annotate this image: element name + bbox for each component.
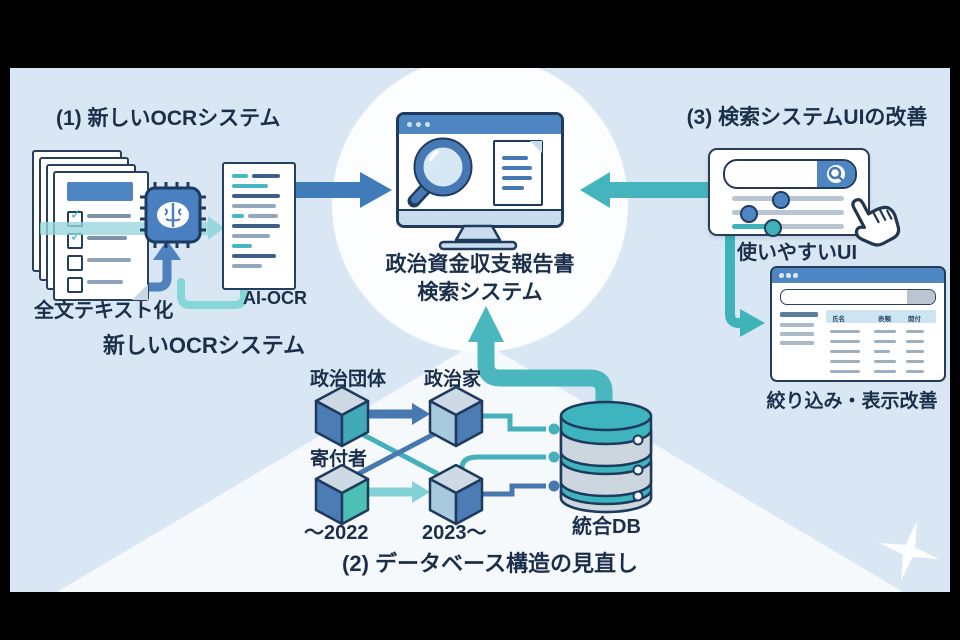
hand-cursor-icon <box>851 198 901 247</box>
results-window: 氏名 表類 開付 <box>770 266 946 382</box>
ai-chip-icon <box>140 182 206 248</box>
slider-knob-1 <box>772 191 790 209</box>
arrow-card-to-table <box>725 232 742 328</box>
center-title-line2: 検索システム <box>417 281 543 304</box>
database-icon <box>559 400 653 514</box>
section2-title: (2) データベース構造の見直し <box>342 551 638 576</box>
slider-fill-3 <box>732 224 772 229</box>
check-icon: ✓ <box>70 206 82 222</box>
section1-caption: 新しいOCRシステム <box>102 333 306 358</box>
arrow-db-to-center <box>477 338 613 404</box>
search-bar <box>723 159 857 189</box>
result-document-icon <box>493 140 543 206</box>
table-caption: 絞り込み・表示改善 <box>766 391 938 412</box>
search-button <box>817 161 855 187</box>
cube-politician-icon <box>428 386 484 448</box>
node-politician-label: 政治家 <box>424 369 482 390</box>
slider-knob-2 <box>740 205 758 223</box>
ocr-output-document-icon <box>222 162 296 290</box>
cube-new-icon <box>428 464 484 526</box>
link-politician-db <box>478 413 546 432</box>
section3-title: (3) 検索システムUIの改善 <box>686 106 928 129</box>
link-politician-db-dot <box>548 423 560 435</box>
ocr-beam-arrowhead <box>208 216 224 240</box>
page-fold <box>132 284 148 300</box>
monitor-icon <box>396 112 564 258</box>
arrow-org-to-politician-head <box>412 403 430 425</box>
slider-track-3 <box>732 224 844 229</box>
magnifier-icon <box>407 137 473 208</box>
cross-link-blue <box>356 429 440 477</box>
monitor-stand <box>438 224 518 251</box>
arrow-card-to-table-head <box>740 309 765 337</box>
search-ui-card <box>708 148 870 237</box>
arrow-doc-to-chip-head <box>153 240 181 260</box>
arrow-ocr-to-center-head <box>360 172 392 208</box>
table-header-row <box>826 310 936 323</box>
ui-caption: 使いやすいUI <box>737 242 857 264</box>
cube-donor-icon <box>314 464 370 526</box>
window-titlebar <box>772 268 944 283</box>
window-search-bar <box>780 289 936 305</box>
table-header-3: 開付 <box>908 316 921 323</box>
cube-org-icon <box>314 386 370 448</box>
node-donor-label: 寄付者 <box>310 449 368 470</box>
loop-aiocr <box>177 262 248 309</box>
arrow-donor-to-new-head <box>412 481 430 503</box>
slider-knob-3 <box>764 219 782 237</box>
window-search-button <box>907 290 935 304</box>
monitor-screen <box>396 112 564 228</box>
link-mid-db-dot <box>548 451 560 463</box>
slider-track-2 <box>732 210 844 215</box>
link-new-db <box>478 483 546 497</box>
table-header-1: 氏名 <box>832 316 845 323</box>
link-mid-db <box>459 454 546 469</box>
table-header-2: 表類 <box>878 316 891 323</box>
arrow-ui-to-center-head <box>580 172 610 208</box>
center-title-line1: 政治資金収支報告書 <box>385 253 575 276</box>
section1-title: (1) 新しいOCRシステム <box>56 107 281 130</box>
aiocr-label: AI-OCR <box>243 288 307 308</box>
db-label: 統合DB <box>572 516 641 538</box>
link-new-db-dot <box>548 480 560 492</box>
front-page: ✓ ✓ <box>53 171 149 301</box>
brain-icon <box>157 202 189 228</box>
era-old-label: ～2022 <box>304 522 369 544</box>
node-org-label: 政治団体 <box>310 369 387 390</box>
check-icon: ✓ <box>70 228 82 244</box>
search-icon <box>827 165 845 183</box>
arrow-db-to-center-head <box>468 306 504 342</box>
era-new-label: 2023～ <box>422 522 487 544</box>
fulltext-label: 全文テキスト化 <box>34 300 174 322</box>
